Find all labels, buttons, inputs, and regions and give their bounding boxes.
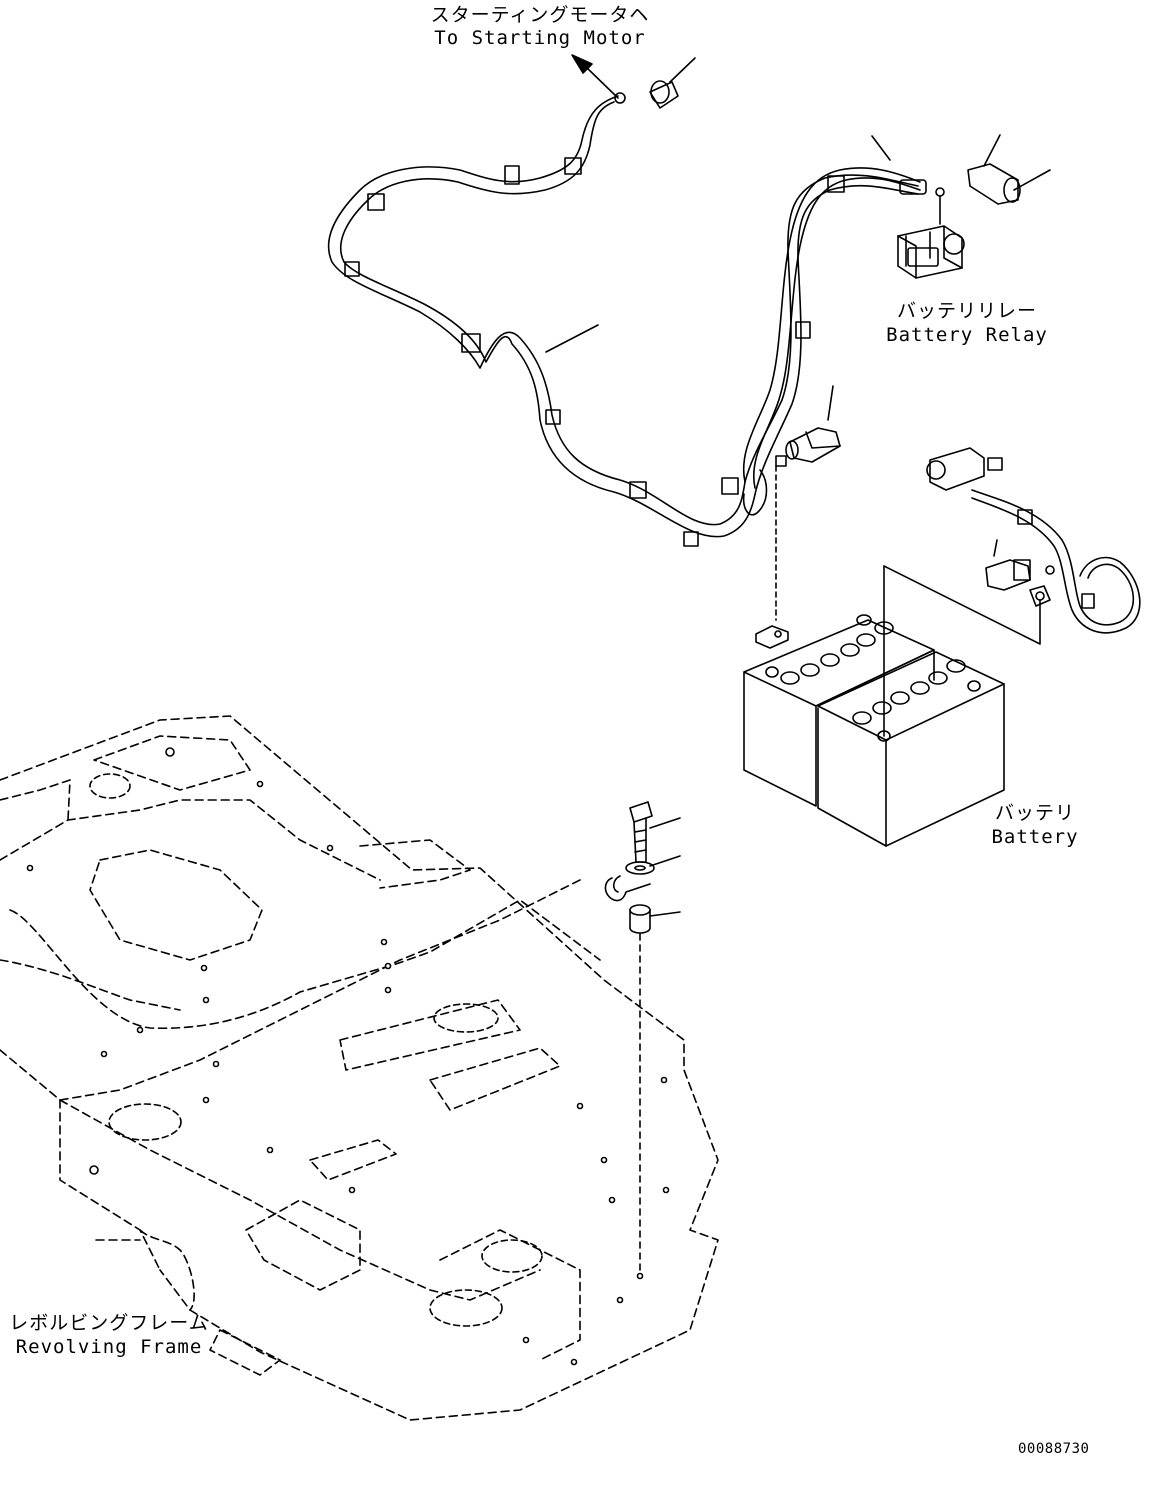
battery-relay-part <box>897 163 1021 279</box>
bolt-part <box>629 801 653 863</box>
connector-plug-part <box>775 427 841 621</box>
starting-motor-label-en: To Starting Motor <box>434 27 646 49</box>
battery-part <box>743 565 1041 847</box>
battery-relay-label-jp: バッテリリレー <box>896 300 1037 322</box>
cable-lug-part <box>604 875 651 902</box>
spacer-part <box>629 904 651 1277</box>
revolving-frame-label-jp: レボルビングフレーム <box>9 1312 209 1334</box>
battery-relay-label-en: Battery Relay <box>886 324 1048 346</box>
ground-cable <box>926 447 1141 634</box>
frame-bolt-holes <box>26 747 670 1366</box>
battery-label-jp: バッテリ <box>994 802 1075 824</box>
revolving-frame-label-en: Revolving Frame <box>15 1336 203 1358</box>
battery-label-en: Battery <box>991 826 1079 848</box>
drawing-number: 00088730 <box>1018 1441 1090 1457</box>
revolving-frame <box>0 715 719 1421</box>
terminal-cap-part <box>614 57 696 109</box>
frame-openings <box>89 773 543 1327</box>
arrow-icon <box>571 54 619 99</box>
harness-clamps <box>344 157 845 547</box>
leader-lines <box>545 134 1051 917</box>
main-cable-harness <box>327 95 921 538</box>
starting-motor-label-jp: スターティングモータヘ <box>430 4 650 26</box>
washer-part <box>625 861 655 875</box>
